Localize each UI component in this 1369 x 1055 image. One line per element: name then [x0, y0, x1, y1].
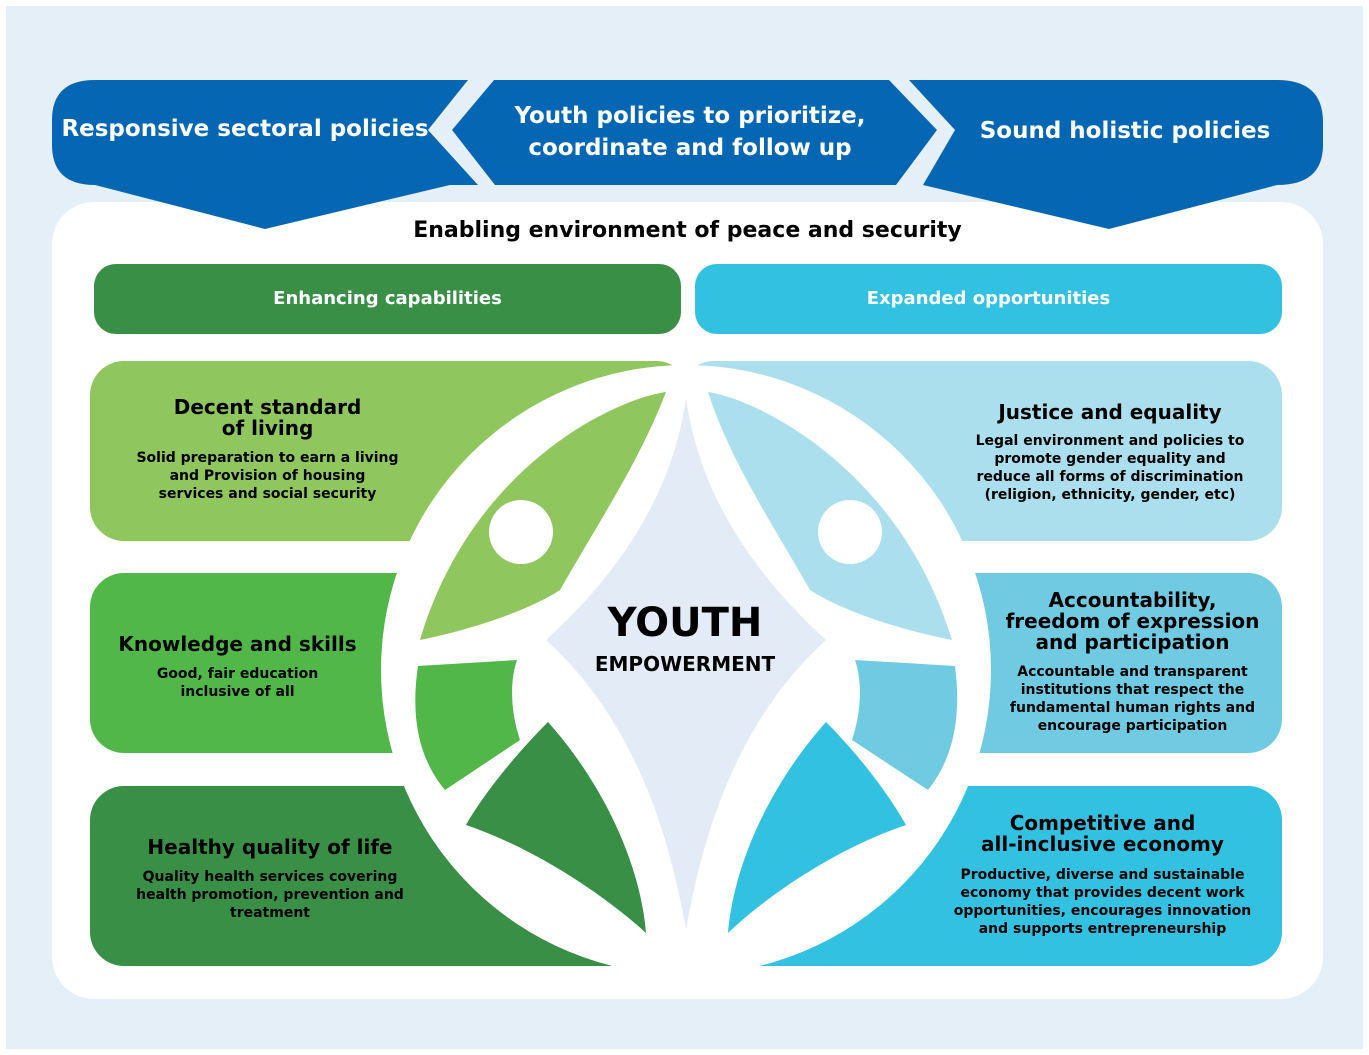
box-competitive-economy-title-line2: all-inclusive economy: [981, 832, 1224, 856]
figure-left-middle: [415, 660, 520, 790]
box-competitive-economy-desc-line3: opportunities, encourages innovation: [953, 903, 1252, 919]
box-competitive-economy-desc-line2: economy that provides decent work: [960, 885, 1245, 901]
box-decent-standard-desc-line2: and Provision of housing: [169, 468, 366, 484]
box-healthy-life-desc-line3: treatment: [230, 905, 310, 921]
figure-left-lower: [466, 722, 646, 933]
box-decent-standard-desc-line1: Solid preparation to earn a living: [136, 450, 399, 466]
box-justice-equality-desc-line2: promote gender equality and: [994, 451, 1226, 467]
box-justice-equality-desc-line4: (religion, ethnicity, gender, etc): [984, 487, 1236, 503]
center-title: YOUTH: [607, 600, 763, 646]
banner-right-label: Sound holistic policies: [979, 118, 1271, 144]
figure-right-middle: [852, 660, 958, 790]
box-knowledge-skills-desc-line2: inclusive of all: [180, 684, 295, 700]
header-expanded-opportunities: Expanded opportunities: [866, 288, 1111, 309]
banner-center-chevron: [452, 80, 937, 185]
box-accountability-title-line1: Accountability,: [1048, 588, 1217, 612]
box-decent-standard-title-line2: of living: [221, 416, 314, 440]
figure-right-lower: [728, 722, 906, 933]
box-accountability-title-line3: and participation: [1035, 630, 1230, 654]
banner-left-arrow: [52, 80, 478, 229]
box-decent-standard-desc-line3: services and social security: [158, 486, 377, 502]
header-enhancing-capabilities: Enhancing capabilities: [273, 288, 502, 309]
header-expanded-opportunities-bg: [695, 264, 1282, 334]
header-enhancing-capabilities-bg: [94, 264, 681, 334]
box-knowledge-skills-title: Knowledge and skills: [118, 632, 357, 656]
box-competitive-economy-desc-line1: Productive, diverse and sustainable: [960, 867, 1245, 883]
center-subtitle: EMPOWERMENT: [594, 652, 776, 676]
banner-center-label-line2: coordinate and follow up: [528, 135, 852, 161]
box-justice-equality-desc-line1: Legal environment and policies to: [975, 433, 1245, 449]
box-accountability-desc-line2: institutions that respect the: [1020, 682, 1245, 698]
box-accountability-desc-line3: fundamental human rights and: [1009, 700, 1256, 716]
center-star: [546, 398, 826, 930]
banner-center-label-line1: Youth policies to prioritize,: [514, 103, 866, 129]
box-accountability-title-line2: freedom of expression: [1005, 609, 1260, 633]
box-healthy-life-desc-line1: Quality health services covering: [142, 869, 398, 885]
box-healthy-life-desc-line2: health promotion, prevention and: [136, 887, 404, 903]
box-justice-equality-desc-line3: reduce all forms of discrimination: [976, 469, 1244, 485]
figure-right-head: [818, 500, 882, 564]
box-knowledge-skills-desc-line1: Good, fair education: [156, 666, 319, 682]
box-accountability-desc-line1: Accountable and transparent: [1017, 664, 1248, 680]
banner-right-arrow: [909, 80, 1323, 229]
environment-title: Enabling environment of peace and securi…: [413, 218, 962, 243]
figure-left-head: [489, 500, 553, 564]
box-justice-equality-title: Justice and equality: [998, 400, 1222, 424]
box-accountability-desc-line4: encourage participation: [1037, 718, 1228, 734]
banner-left-label: Responsive sectoral policies: [61, 116, 429, 142]
box-competitive-economy-title-line1: Competitive and: [1009, 811, 1196, 835]
box-healthy-life-title: Healthy quality of life: [147, 835, 393, 859]
box-competitive-economy-desc-line4: and supports entrepreneurship: [978, 921, 1227, 937]
box-decent-standard-title-line1: Decent standard: [173, 395, 362, 419]
